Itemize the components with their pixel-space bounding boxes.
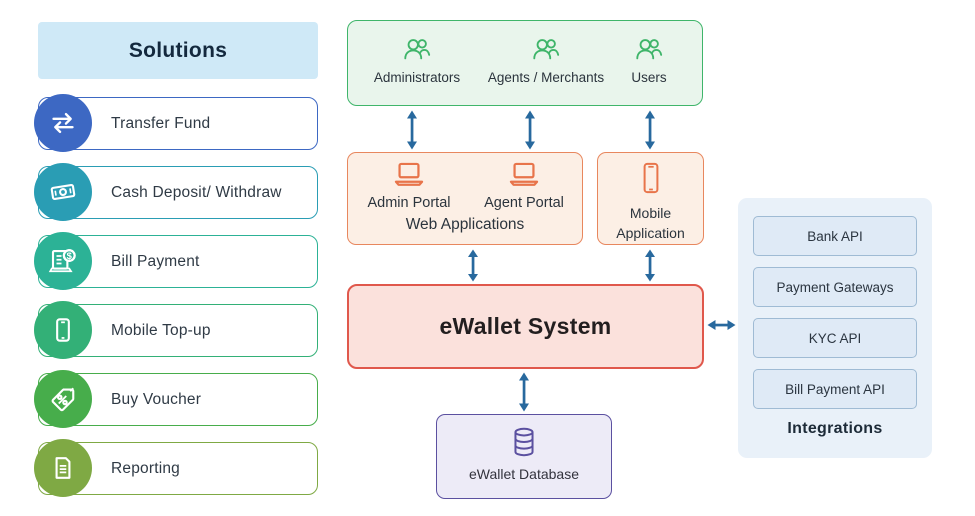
solutions-title: Solutions bbox=[128, 38, 228, 62]
solution-item-label: Buy Voucher bbox=[111, 390, 202, 408]
solution-item-label: Transfer Fund bbox=[111, 114, 211, 132]
api-label: Bill Payment API bbox=[785, 381, 885, 397]
report-doc-icon bbox=[34, 439, 92, 497]
laptop-icon bbox=[392, 162, 426, 191]
api-box-payment-gateways: Payment Gateways bbox=[753, 267, 917, 307]
ewallet-database-box: eWallet Database bbox=[436, 414, 612, 499]
actor-label: Administrators bbox=[373, 70, 461, 85]
actor-label: Users bbox=[631, 70, 667, 85]
cash-icon bbox=[34, 163, 92, 221]
transfer-icon bbox=[34, 94, 92, 152]
voucher-tag-icon bbox=[34, 370, 92, 428]
user-groups-box: Administrators Agents / Merchants bbox=[347, 20, 703, 106]
arrow-users-agentportal bbox=[523, 110, 537, 150]
actor-users: Users bbox=[616, 35, 682, 85]
integrations-title: Integrations bbox=[787, 420, 883, 437]
portal-label: Admin Portal bbox=[367, 195, 451, 211]
portal-label: Agent Portal bbox=[484, 195, 564, 211]
solution-item-label: Bill Payment bbox=[111, 252, 200, 270]
arrow-mobileapp-ewallet bbox=[643, 249, 657, 282]
api-label: KYC API bbox=[808, 330, 862, 346]
arrow-users-adminportal bbox=[405, 110, 419, 150]
users-icon bbox=[634, 39, 664, 66]
arrow-ewallet-integrations bbox=[707, 318, 736, 332]
api-label: Bank API bbox=[807, 228, 863, 244]
ewallet-database-label: eWallet Database bbox=[469, 466, 579, 482]
solution-item-label: Mobile Top-up bbox=[111, 321, 211, 339]
arrow-users-mobileapp bbox=[643, 110, 657, 150]
actor-agents-merchants: Agents / Merchants bbox=[478, 35, 614, 85]
solution-item-label: Reporting bbox=[111, 459, 181, 477]
users-icon bbox=[531, 39, 561, 66]
integrations-panel: Bank API Payment Gateways KYC API Bill P… bbox=[738, 198, 932, 458]
arrow-webapps-ewallet bbox=[466, 249, 480, 282]
smartphone-icon bbox=[34, 301, 92, 359]
agent-portal: Agent Portal bbox=[469, 162, 579, 211]
phone-icon bbox=[598, 162, 703, 199]
database-icon bbox=[437, 426, 611, 463]
svg-text:$: $ bbox=[67, 251, 73, 261]
api-label: Payment Gateways bbox=[776, 279, 894, 295]
actor-label: Agents / Merchants bbox=[487, 70, 605, 85]
arrow-ewallet-database bbox=[517, 372, 531, 412]
web-applications-title: Web Applications bbox=[405, 216, 525, 233]
admin-portal: Admin Portal bbox=[354, 162, 464, 211]
mobile-application-box: Mobile Application bbox=[597, 152, 704, 245]
users-icon bbox=[402, 39, 432, 66]
actor-administrators: Administrators bbox=[362, 35, 472, 85]
api-box-kyc: KYC API bbox=[753, 318, 917, 358]
ewallet-system-title: eWallet System bbox=[439, 313, 612, 339]
bill-payment-icon: $ bbox=[34, 232, 92, 290]
api-box-bill-payment: Bill Payment API bbox=[753, 369, 917, 409]
solutions-header: Solutions bbox=[38, 22, 318, 79]
api-box-bank: Bank API bbox=[753, 216, 917, 256]
mobile-application-label: Mobile Application bbox=[616, 205, 685, 241]
ewallet-system-box: eWallet System bbox=[347, 284, 704, 369]
solution-item-label: Cash Deposit/ Withdraw bbox=[111, 183, 282, 201]
web-applications-box: Admin Portal Agent Portal Web Applicatio… bbox=[347, 152, 583, 245]
laptop-icon bbox=[507, 162, 541, 191]
